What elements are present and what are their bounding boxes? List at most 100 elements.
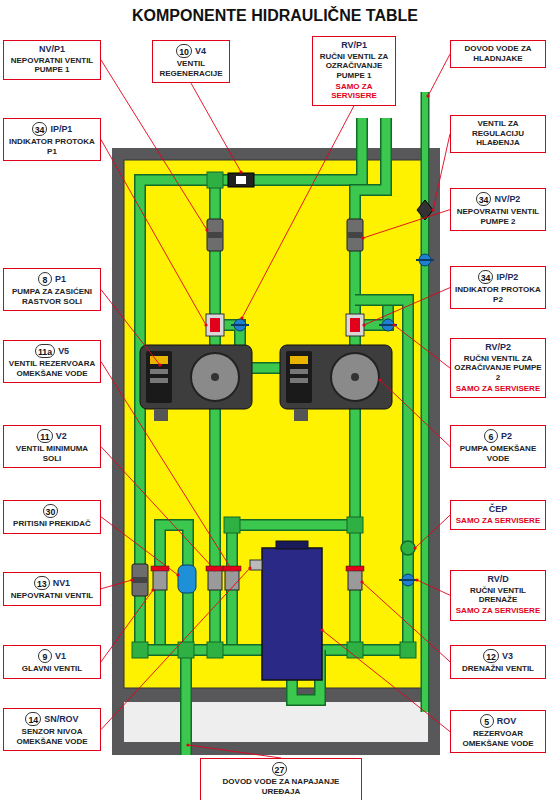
pipe-outline xyxy=(180,650,192,755)
pressure-switch xyxy=(178,565,196,593)
leader-line xyxy=(191,83,241,172)
pipe-fitting xyxy=(178,642,194,658)
part-description: PUMPA ZA ZASIĆENI RASTVOR SOLI xyxy=(7,287,97,306)
pipe-fitting xyxy=(207,172,223,188)
panel-base xyxy=(124,702,428,742)
callout-heading: NV/P1 xyxy=(7,44,97,55)
flow-indicator xyxy=(206,314,224,336)
callout-heading: 14SN/ROV xyxy=(7,712,97,726)
leader-dot xyxy=(426,94,429,97)
check-valve xyxy=(347,219,363,251)
regeneration-valve xyxy=(228,173,254,187)
callout-box: 11aV5VENTIL REZERVOARA OMEKŠANE VODE xyxy=(3,340,101,383)
pipe-fitting xyxy=(347,642,363,658)
part-description: DOVOD VODE ZA HLADNJAKE xyxy=(454,44,542,63)
leader-dot xyxy=(320,628,323,631)
callout-box: 11V2VENTIL MINIMUMA SOLI xyxy=(3,425,101,468)
callout-box: 13NV1NEPOVRATNI VENTIL xyxy=(3,572,101,606)
callout-heading: 34IP/P2 xyxy=(454,270,542,284)
callout-box: 34IP/P2INDIKATOR PROTOKA P2 xyxy=(450,266,546,309)
part-code: RV/D xyxy=(487,574,508,584)
manual-valve-lever xyxy=(379,324,397,326)
callout-box: DOVOD VODE ZA HLADNJAKE xyxy=(450,40,546,68)
tank-lid xyxy=(276,541,308,549)
leader-line xyxy=(364,288,450,325)
callout-number: 6 xyxy=(484,429,498,443)
leader-line xyxy=(363,210,450,238)
part-code: V1 xyxy=(55,651,66,661)
part-description: INDIKATOR PROTOKA P1 xyxy=(7,137,97,156)
callout-number: 13 xyxy=(34,576,50,590)
callout-number: 34 xyxy=(478,270,494,284)
service-note: SAMO ZA SERVISERE xyxy=(454,384,542,394)
pump-body xyxy=(140,345,252,409)
regeneration-valve-window xyxy=(236,176,246,184)
callout-box: RV/P1RUČNI VENTIL ZA OZRAČIVANJE PUMPE 1… xyxy=(312,36,396,106)
valve-handle xyxy=(151,566,169,571)
pump-foot xyxy=(294,409,308,421)
leader-dot xyxy=(360,580,363,583)
callout-heading: 34NV/P2 xyxy=(454,192,542,206)
callout-number: 34 xyxy=(476,192,492,206)
pump-led xyxy=(150,356,168,364)
part-description: RUČNI VENTIL DRENAŽE xyxy=(454,586,542,605)
part-code: V4 xyxy=(195,46,206,56)
callout-number: 14 xyxy=(25,712,41,726)
pipe-fitting xyxy=(224,517,240,533)
callout-box: 27DOVOD VODE ZA NAPAJANJE UREĐAJA xyxy=(200,758,362,800)
service-note: SAMO ZA SERVISERE xyxy=(316,82,392,101)
check-valve xyxy=(207,219,223,251)
part-code: NV1 xyxy=(53,578,70,588)
callout-heading: 5ROV xyxy=(454,714,542,728)
leader-dot xyxy=(413,546,416,549)
check-valve-band xyxy=(347,232,363,238)
part-description: VENTIL ZA REGULACIJU HLAĐENJA xyxy=(454,119,542,148)
part-description: VENTIL MINIMUMA SOLI xyxy=(7,444,97,463)
pipe-fitting xyxy=(400,642,416,658)
part-code: IP/P1 xyxy=(50,124,72,134)
part-code: NV/P2 xyxy=(494,194,520,204)
part-description: REZERVOAR OMEKŠANE VODE xyxy=(454,729,542,748)
leader-dot xyxy=(213,568,216,571)
pump-foot xyxy=(154,409,168,421)
leader-dot xyxy=(158,363,161,366)
leader-line xyxy=(362,582,450,662)
part-code: V2 xyxy=(56,431,67,441)
callout-box: 14SN/ROVSENZOR NIVOA OMEKŠANE VODE xyxy=(3,708,101,751)
valve-handle xyxy=(206,566,224,571)
callout-heading: 11V2 xyxy=(7,429,97,443)
part-code: ROV xyxy=(497,716,516,726)
callout-box: ČEPSAMO ZA SERVISERE xyxy=(450,500,546,530)
callout-heading: RV/D xyxy=(454,574,542,585)
callout-number: 34 xyxy=(32,122,48,136)
valve-body xyxy=(348,570,362,590)
leader-line xyxy=(380,380,450,447)
diagram-title: KOMPONENTE HIDRAULIČNE TABLE xyxy=(0,6,550,25)
leader-line xyxy=(394,325,450,368)
part-code: IP/P2 xyxy=(496,272,518,282)
leader-dot xyxy=(431,208,434,211)
leader-dot xyxy=(186,743,189,746)
part-code: V5 xyxy=(58,346,69,356)
callout-heading: 30 xyxy=(7,504,97,518)
flow-indicator xyxy=(346,314,364,336)
part-description: DRENAŽNI VENTIL xyxy=(454,664,542,674)
callout-number: 30 xyxy=(43,504,59,518)
callout-box: 8P1PUMPA ZA ZASIĆENI RASTVOR SOLI xyxy=(3,268,101,311)
panel-board xyxy=(124,160,428,688)
pump-display xyxy=(146,351,172,403)
callout-box: RV/P2RUČNI VENTIL ZA OZRAČIVANJE PUMPE 2… xyxy=(450,338,546,398)
callout-box: 34NV/P2NEPOVRATNI VENTIL PUMPE 2 xyxy=(450,188,546,231)
leader-line xyxy=(101,517,178,575)
part-code: P2 xyxy=(501,431,512,441)
flow-indicator-window xyxy=(350,318,360,332)
pump-key xyxy=(150,378,168,383)
pump-key xyxy=(150,369,168,374)
part-description: VENTIL REGENERACIJE xyxy=(156,59,226,78)
manual-valve-lever xyxy=(231,324,249,326)
part-description: INDIKATOR PROTOKA P2 xyxy=(454,285,542,304)
pipe xyxy=(182,650,191,755)
leader-line xyxy=(101,60,207,230)
callout-number: 5 xyxy=(480,714,494,728)
